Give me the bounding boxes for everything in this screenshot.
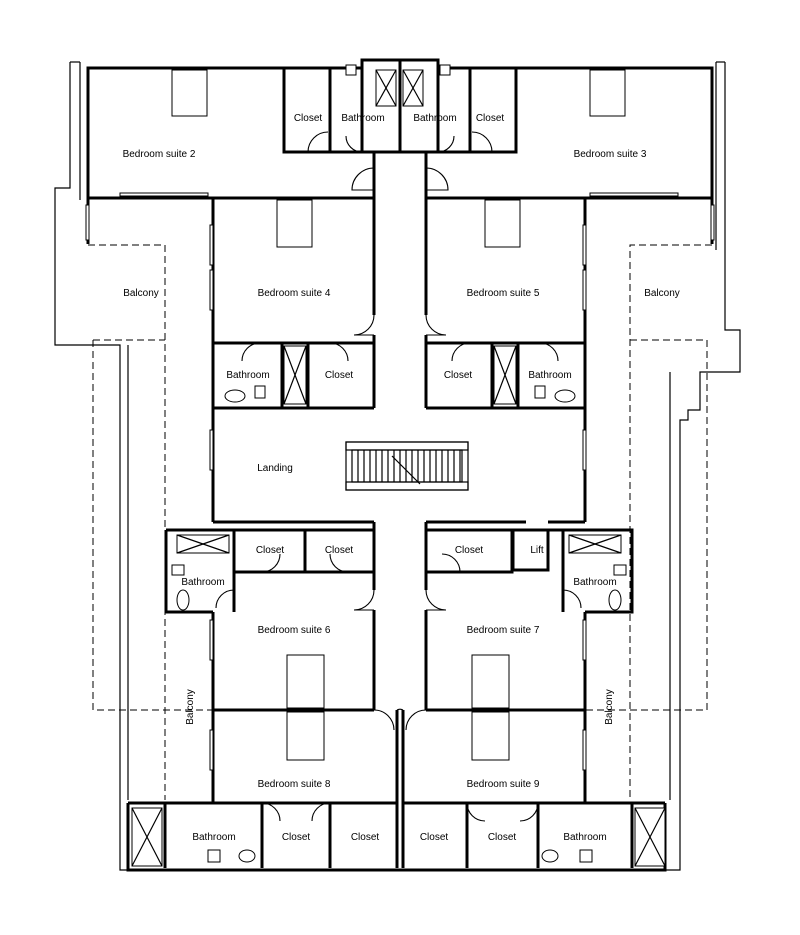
label-bathroom-suite-6: Bathroom bbox=[181, 577, 224, 588]
label-bedroom-suite-9: Bedroom suite 9 bbox=[467, 779, 540, 790]
crossed-box bbox=[176, 534, 230, 554]
label-bedroom-suite-4: Bedroom suite 4 bbox=[258, 288, 331, 299]
crossed-box bbox=[283, 345, 307, 405]
label-balcony-lower-right: Balcony bbox=[604, 689, 615, 725]
label-bathroom-top-right: Bathroom bbox=[413, 113, 456, 124]
stairs bbox=[345, 441, 469, 491]
suite-6-walls bbox=[164, 528, 374, 712]
label-closet-top-right: Closet bbox=[476, 113, 505, 124]
crossed-box bbox=[375, 69, 397, 107]
label-closet-suite-8-a: Closet bbox=[282, 832, 311, 843]
crossed-box bbox=[568, 534, 622, 554]
label-closet-suite-6-a: Closet bbox=[256, 545, 285, 556]
corridor-walls bbox=[372, 168, 428, 868]
crossed-box bbox=[634, 807, 666, 867]
room-labels: Bedroom suite 2 Bedroom suite 3 Closet B… bbox=[123, 113, 680, 843]
label-closet-suite-4: Closet bbox=[325, 370, 354, 381]
crossed-box bbox=[402, 69, 424, 107]
crossed-boxes bbox=[131, 69, 666, 867]
label-landing: Landing bbox=[257, 463, 293, 474]
label-bathroom-suite-5: Bathroom bbox=[528, 370, 571, 381]
label-closet-suite-8-b: Closet bbox=[351, 832, 380, 843]
label-closet-suite-6-b: Closet bbox=[325, 545, 354, 556]
label-balcony-left: Balcony bbox=[123, 288, 159, 299]
label-bedroom-suite-3: Bedroom suite 3 bbox=[574, 149, 647, 160]
label-balcony-lower-left: Balcony bbox=[185, 689, 196, 725]
label-bathroom-suite-9: Bathroom bbox=[563, 832, 606, 843]
top-wet-core-walls bbox=[282, 58, 518, 168]
sanitary-fixtures bbox=[171, 64, 627, 863]
crossed-box bbox=[493, 345, 517, 405]
label-closet-top-left: Closet bbox=[294, 113, 323, 124]
label-bedroom-suite-2: Bedroom suite 2 bbox=[123, 149, 196, 160]
balcony-dashed-lines bbox=[88, 244, 712, 800]
label-bedroom-suite-7: Bedroom suite 7 bbox=[467, 625, 540, 636]
label-lift: Lift bbox=[530, 545, 544, 556]
outer-outline bbox=[54, 61, 741, 871]
label-closet-suite-9-a: Closet bbox=[420, 832, 449, 843]
label-closet-suite-9-b: Closet bbox=[488, 832, 517, 843]
windows bbox=[85, 192, 715, 771]
label-bedroom-suite-6: Bedroom suite 6 bbox=[258, 625, 331, 636]
label-closet-suite-5: Closet bbox=[444, 370, 473, 381]
label-bathroom-suite-8: Bathroom bbox=[192, 832, 235, 843]
label-bathroom-suite-4: Bathroom bbox=[226, 370, 269, 381]
beds bbox=[171, 69, 626, 761]
label-bathroom-top-left: Bathroom bbox=[341, 113, 384, 124]
suite-7-walls bbox=[426, 528, 634, 712]
label-bedroom-suite-5: Bedroom suite 5 bbox=[467, 288, 540, 299]
label-bathroom-suite-7: Bathroom bbox=[573, 577, 616, 588]
crossed-box bbox=[131, 807, 163, 867]
label-bedroom-suite-8: Bedroom suite 8 bbox=[258, 779, 331, 790]
label-balcony-right: Balcony bbox=[644, 288, 680, 299]
door-swings bbox=[215, 131, 582, 822]
label-closet-suite-7: Closet bbox=[455, 545, 484, 556]
